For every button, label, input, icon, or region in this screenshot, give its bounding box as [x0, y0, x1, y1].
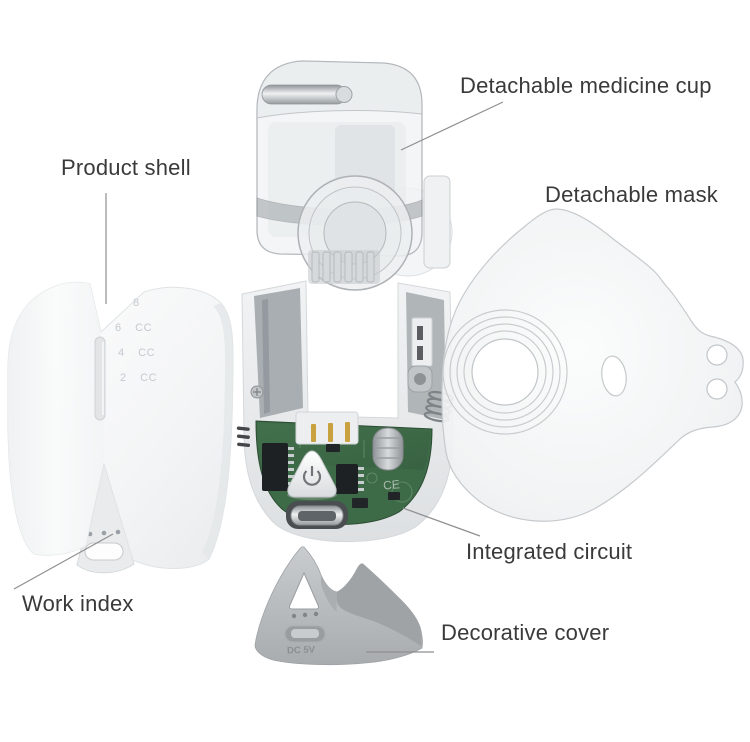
decorative-cover-part: DC 5V	[254, 546, 423, 666]
dose-scale-markings: 8 6 CC 4 CC 2 CC	[115, 297, 157, 384]
shell-edge-shade	[202, 303, 233, 559]
power-icon	[302, 466, 322, 486]
left-arm-channel	[254, 288, 303, 418]
smd-component	[326, 444, 340, 452]
mask-part	[441, 208, 744, 522]
hinge-cap	[335, 86, 353, 103]
product-shell-part: 8 6 CC 4 CC 2 CC	[7, 281, 234, 574]
mcu-chip	[262, 443, 288, 491]
chip-legs	[358, 467, 364, 491]
connector-slot	[417, 326, 423, 340]
mask-strap-hole	[706, 378, 728, 400]
leader-work-index	[13, 533, 114, 590]
device-body-part: CE	[236, 280, 454, 543]
label-integrated-circuit: Integrated circuit	[466, 539, 633, 564]
left-arm-recess	[262, 299, 270, 414]
ic-chip	[336, 464, 358, 494]
leader-integrated-circuit	[402, 507, 481, 537]
work-index-hole	[101, 530, 107, 536]
mask-body	[441, 208, 744, 522]
label-detachable-mask: Detachable mask	[545, 182, 718, 207]
cover-hole	[302, 612, 308, 618]
shell-left-lobe	[8, 282, 104, 556]
label-decorative-cover: Decorative cover	[441, 620, 610, 645]
power-rating-mark: DC 5V	[287, 644, 316, 656]
mask-breath-hole	[601, 355, 627, 397]
dose-mark-4cc: 4 CC	[118, 347, 155, 359]
cover-hole	[291, 613, 297, 619]
shell-usb-slot	[84, 542, 124, 561]
smd-component	[352, 498, 368, 508]
cover-triangle-cutout	[288, 571, 320, 610]
cover-saddle-interior	[336, 563, 422, 646]
leader-medicine-cup	[400, 101, 504, 151]
cover-horn-shade	[321, 575, 337, 612]
cup-bracket	[423, 175, 451, 269]
leader-lines	[13, 101, 504, 653]
mask-ring	[442, 309, 568, 435]
dose-mark-8: 8	[133, 297, 140, 309]
gold-pins	[311, 422, 350, 442]
dose-mark-6cc: 6 CC	[115, 322, 152, 334]
nozzle-hole	[414, 373, 426, 385]
mask-strap-hole	[706, 344, 728, 366]
work-index-hole	[115, 529, 121, 535]
dose-mark-2cc: 2 CC	[120, 372, 157, 384]
ce-mark: CE	[383, 477, 401, 492]
screw-slot	[253, 388, 261, 396]
vent-slits	[236, 426, 251, 448]
lid-hinge-pin	[261, 84, 347, 105]
label-medicine-cup: Detachable medicine cup	[460, 73, 712, 98]
capacitor	[372, 427, 404, 471]
cover-usb-inner	[291, 629, 319, 638]
mask-ring-opening	[471, 338, 539, 406]
mesh-teeth	[311, 251, 375, 283]
smd-component	[388, 492, 400, 500]
cover-hole	[313, 611, 319, 617]
usb-opening	[298, 511, 336, 521]
label-work-index: Work index	[22, 591, 134, 616]
medicine-cup-part	[256, 60, 453, 291]
label-product-shell: Product shell	[61, 155, 191, 180]
connector-slot	[417, 346, 423, 360]
capacitor-bands	[374, 437, 402, 459]
